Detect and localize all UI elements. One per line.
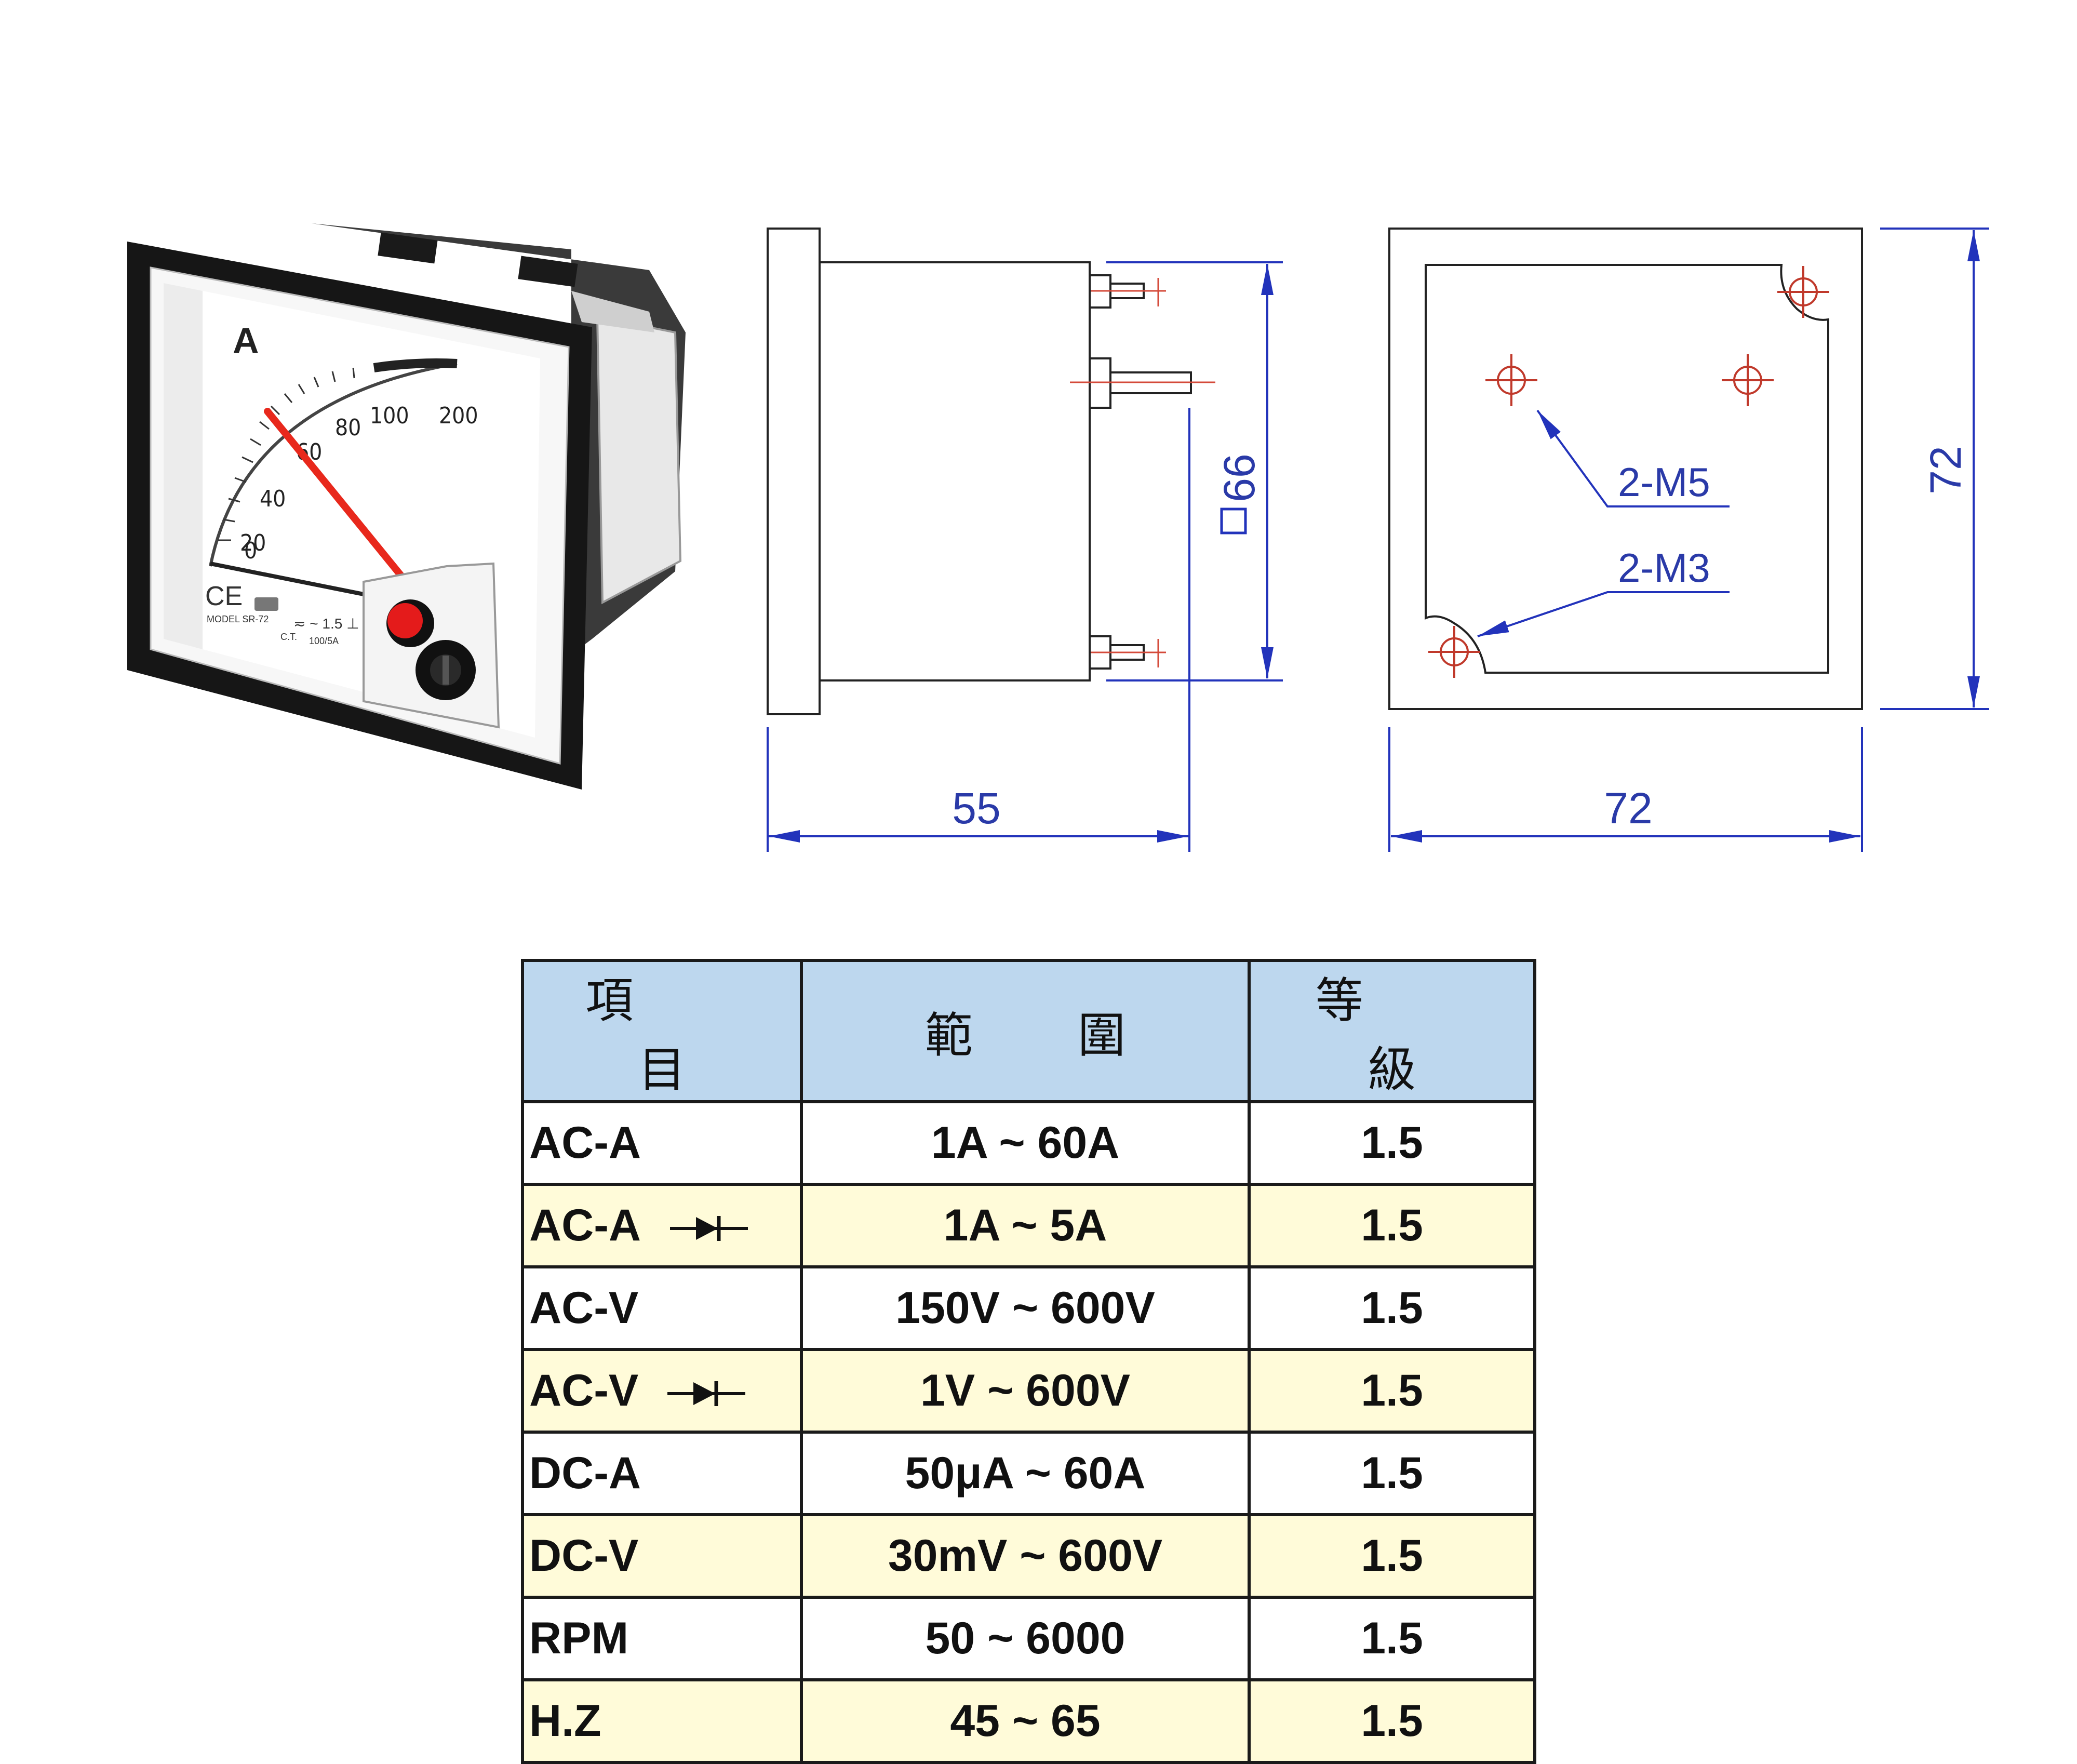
cell-grade: 1.5 [1248, 1513, 1536, 1599]
callout-m5: 2-M5 [1618, 459, 1710, 505]
side-view-dimensions [767, 261, 1283, 852]
scale-label: 40 [260, 486, 286, 512]
cell-range: 50μA ~ 60A [800, 1431, 1251, 1516]
cell-item: AC-V [521, 1265, 803, 1351]
item-label: H.Z [529, 1696, 601, 1746]
rear-callouts [1477, 409, 1730, 637]
item-label: AC-A [529, 1118, 641, 1168]
cell-range: 1A ~ 60A [800, 1100, 1251, 1186]
cell-range: 45 ~ 65 [800, 1678, 1251, 1764]
callout-m3: 2-M3 [1618, 545, 1710, 591]
cell-grade: 1.5 [1248, 1265, 1536, 1351]
item-label: AC-V [529, 1366, 639, 1415]
rear-view-drawing [1388, 228, 1863, 710]
cell-grade: 1.5 [1248, 1596, 1536, 1681]
model-text: MODEL SR-72 [207, 614, 269, 624]
square-symbol [1220, 507, 1247, 534]
product-figure: 0 20 40 60 80 100 200 A CE MODEL SR-72 ≂… [127, 223, 1989, 852]
unit-letter: A [233, 320, 259, 361]
scale-label: 20 [240, 530, 266, 556]
rear-height-dimension: 72 [1921, 446, 1970, 494]
cell-item: AC-A [521, 1183, 803, 1268]
cell-grade: 1.5 [1248, 1431, 1536, 1516]
spec-text: ≂ ~ 1.5 ⊥ [293, 616, 359, 632]
rear-width-dimension: 72 [1604, 784, 1652, 833]
cell-item: DC-A [521, 1431, 803, 1516]
square-dimension: 66 [1215, 453, 1264, 502]
cell-item: H.Z [521, 1678, 803, 1764]
table-header-row: 項目 範圍 等級 [521, 959, 1536, 1103]
ct-text: C.T. [280, 632, 297, 642]
scale-label: 100 [370, 403, 409, 429]
scale-label: 80 [335, 415, 361, 441]
item-label: RPM [529, 1613, 629, 1663]
cell-grade: 1.5 [1248, 1183, 1536, 1268]
side-width-dimension: 55 [952, 784, 1000, 833]
cell-range: 1V ~ 600V [800, 1348, 1251, 1434]
item-label: AC-A [529, 1200, 641, 1250]
item-label: DC-V [529, 1531, 639, 1581]
ce-mark: CE [205, 581, 243, 611]
cell-grade: 1.5 [1248, 1348, 1536, 1434]
zero-adjust-knob [387, 603, 423, 638]
cell-range: 30mV ~ 600V [800, 1513, 1251, 1599]
scale-label: 0 [244, 538, 257, 564]
mounting-holes [1428, 266, 1829, 678]
header-grade: 等級 [1248, 959, 1536, 1103]
cell-item: AC-V [521, 1348, 803, 1434]
rectifier-diode-icon [669, 1216, 748, 1241]
rear-view-dimensions [1388, 228, 1989, 852]
cell-item: AC-A [521, 1100, 803, 1186]
item-label: AC-V [529, 1283, 639, 1333]
panel-meter-photo: 0 20 40 60 80 100 200 A CE MODEL SR-72 ≂… [127, 223, 686, 790]
scale-label: 200 [439, 403, 478, 429]
header-item: 項目 [521, 959, 803, 1103]
cell-range: 50 ~ 6000 [800, 1596, 1251, 1681]
cell-range: 1A ~ 5A [800, 1183, 1251, 1268]
cell-item: DC-V [521, 1513, 803, 1599]
side-view-drawing [767, 228, 1215, 715]
cell-grade: 1.5 [1248, 1678, 1536, 1764]
item-label: DC-A [529, 1448, 641, 1498]
cell-item: RPM [521, 1596, 803, 1681]
rectifier-diode-icon [667, 1381, 746, 1407]
cell-grade: 1.5 [1248, 1100, 1536, 1186]
cell-range: 150V ~ 600V [800, 1265, 1251, 1351]
header-range: 範圍 [800, 959, 1251, 1103]
ct-ratio: 100/5A [309, 636, 339, 646]
meter-needle [264, 408, 414, 591]
